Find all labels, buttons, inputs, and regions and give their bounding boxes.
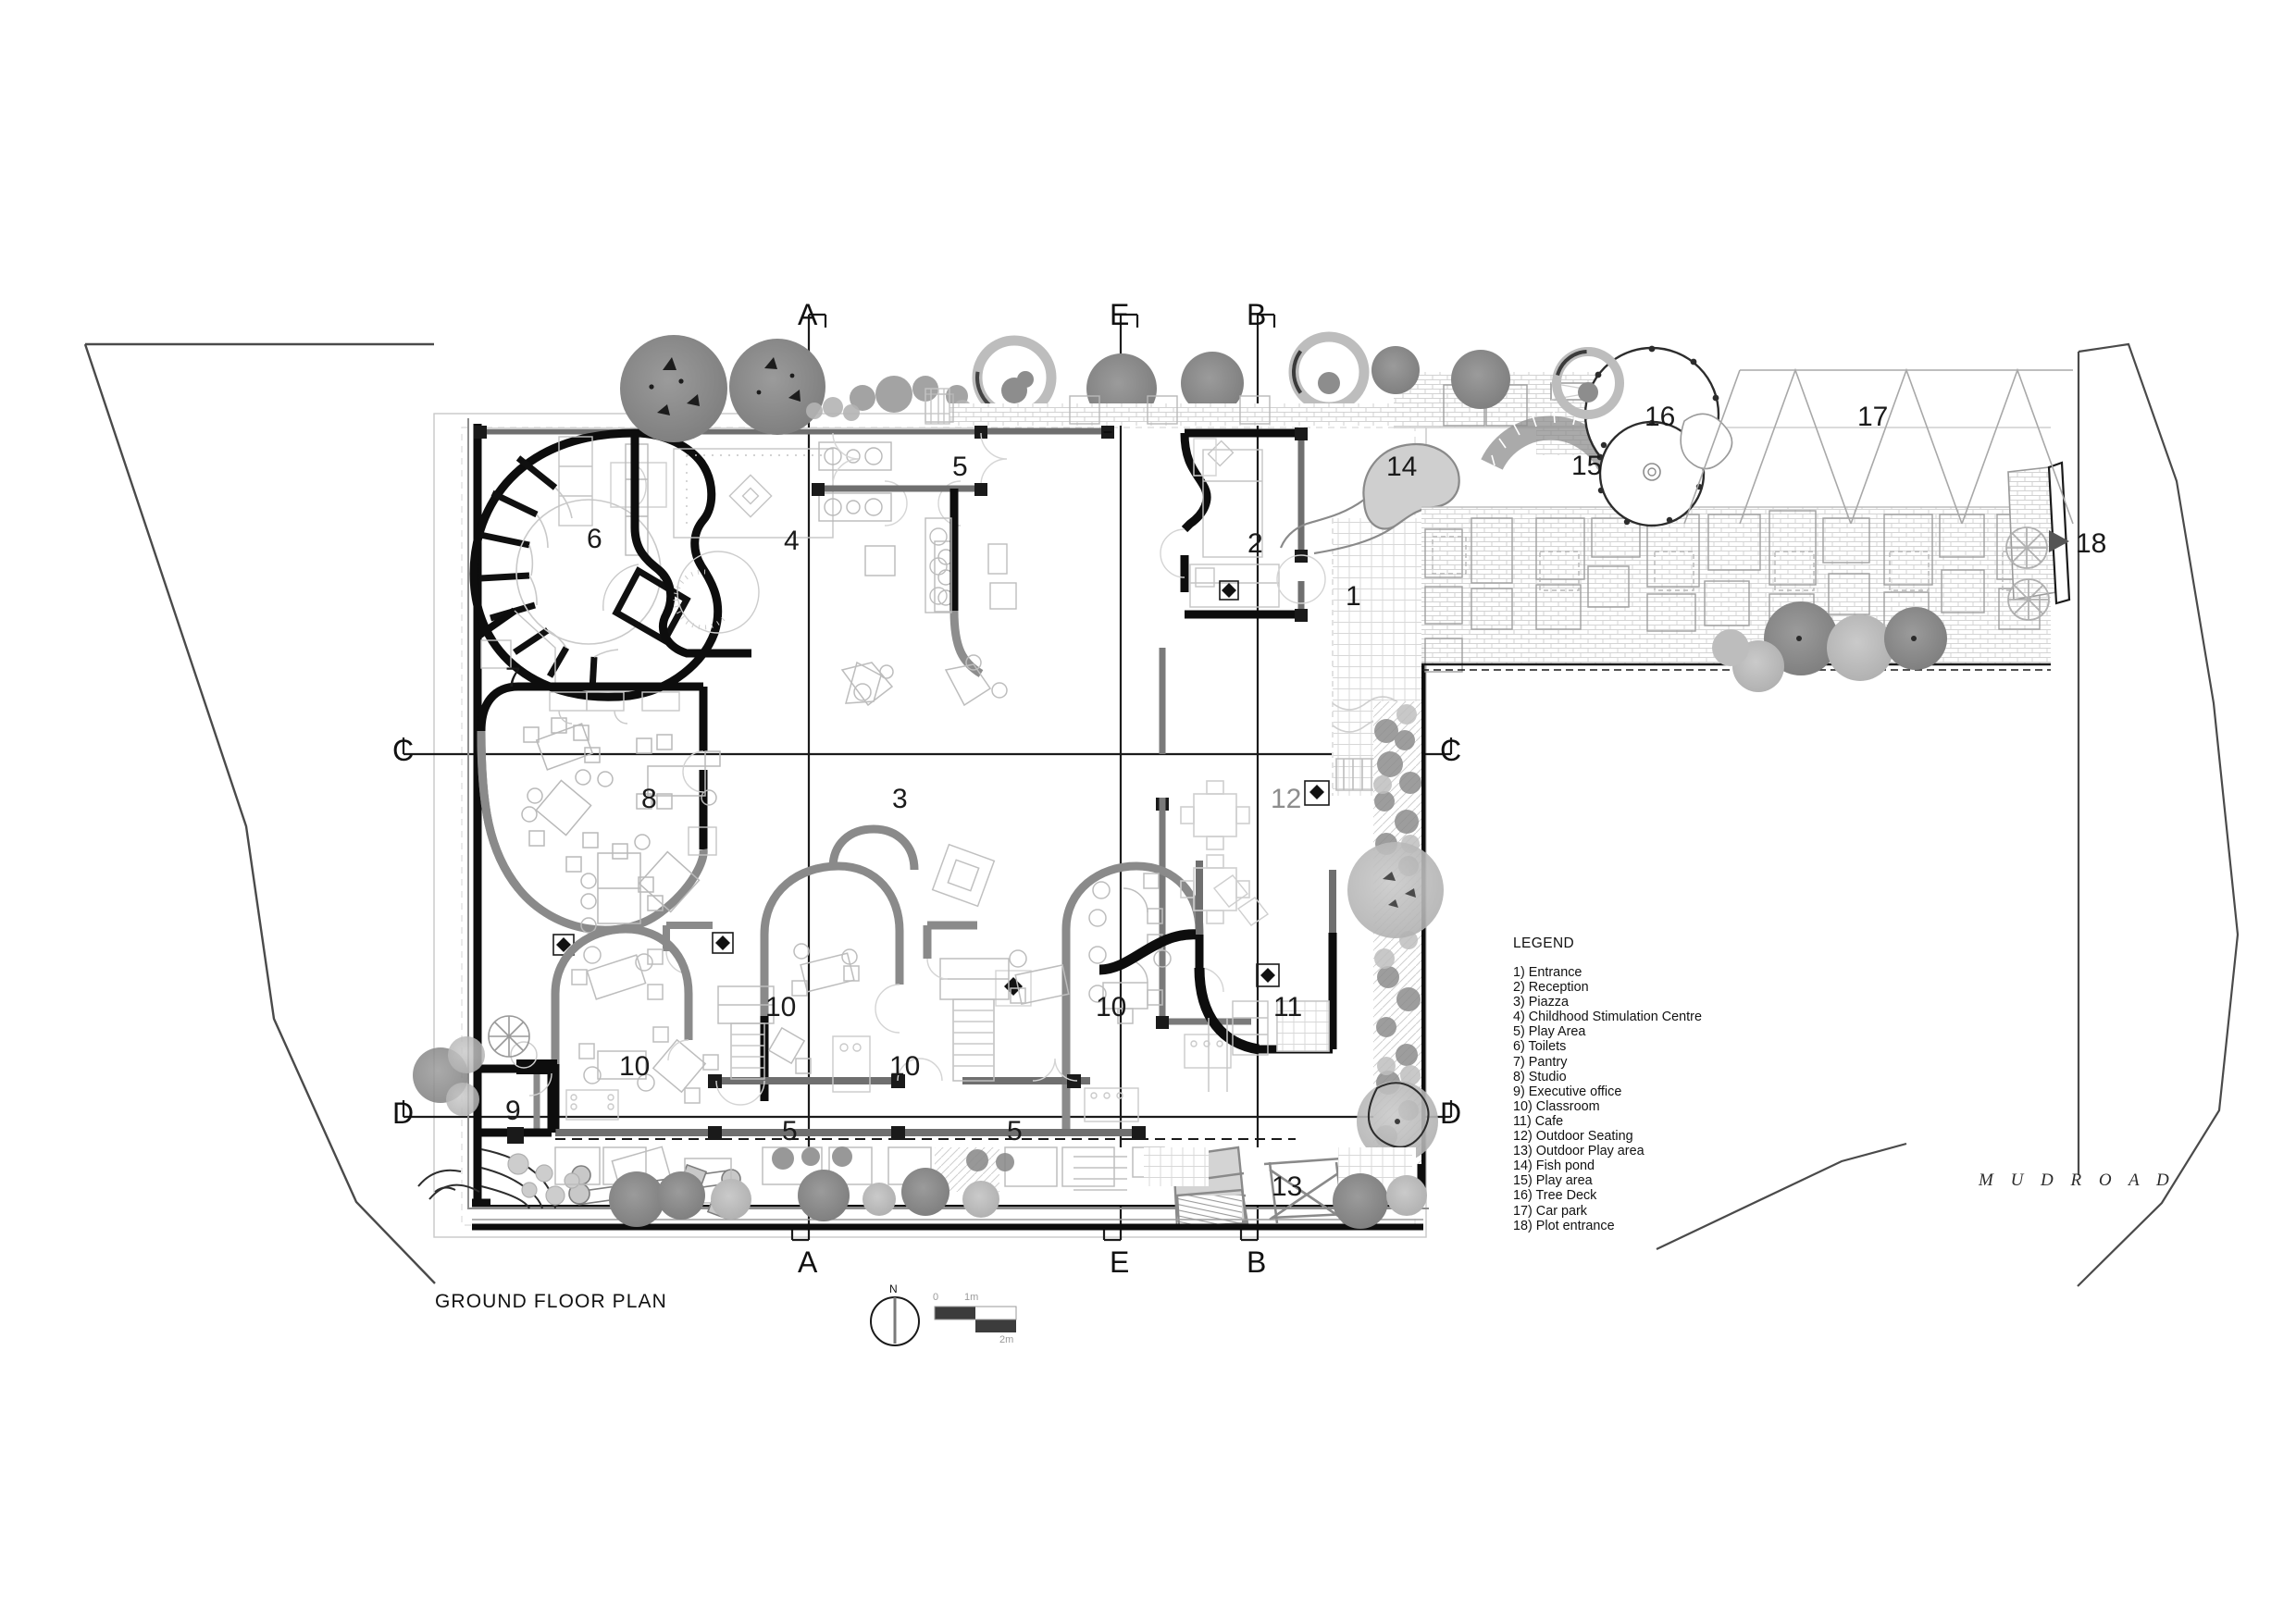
room-number-17-9: 17 [1857,402,1889,432]
room-number-12-13: 12 [1271,784,1302,814]
legend-item-16: 16) Tree Deck [1513,1188,1597,1204]
west-planting [413,1036,485,1116]
legend-item-5: 5) Play Area [1513,1024,1586,1040]
section-marker-right-d: D [1440,1096,1462,1130]
north-letter: N [889,1282,898,1295]
scale-two-metre: 2m [999,1334,1014,1345]
scale-zero: 0 [933,1292,939,1303]
room-number-10-14: 10 [765,992,797,1022]
room-number-18-10: 18 [2076,528,2107,559]
room-number-11-18: 11 [1273,992,1303,1022]
room-number-14-6: 14 [1386,452,1418,482]
legend-item-4: 4) Childhood Stimulation Centre [1513,1010,1702,1025]
section-marker-right-c: C [1440,734,1462,767]
north-tree-row [620,331,1624,442]
section-lines [402,313,1453,1242]
room-number-16-7: 16 [1644,402,1676,432]
room-number-5-20: 5 [782,1116,798,1146]
room-number-15-8: 15 [1571,451,1603,481]
site-boundary-left [83,342,436,1284]
legend-heading: LEGEND [1513,935,1575,951]
room-number-1-5: 1 [1346,581,1361,612]
tree-deck-16 [1582,345,1733,527]
mud-road-label: M U D R O A D [1979,1171,2176,1190]
legend-item-13: 13) Outdoor Play area [1513,1144,1644,1159]
legend-item-3: 3) Piazza [1513,995,1569,1010]
legend-item-18: 18) Plot entrance [1513,1218,1615,1233]
section-marker-top-e: E [1110,298,1130,331]
legend-item-10: 10) Classroom [1513,1098,1600,1114]
fish-pond-14 [1279,443,1460,555]
room-number-6-0: 6 [587,524,602,554]
room-number-7-1: 7 [505,663,521,693]
section-marker-left-c: C [392,734,415,767]
legend-item-6: 6) Toilets [1513,1039,1567,1055]
room-number-9-19: 9 [505,1096,521,1126]
classroom-cluster [551,824,1296,1140]
section-marker-top-b: B [1247,298,1267,331]
room-cafe-11 [1098,861,1337,1092]
legend-item-2: 2) Reception [1513,980,1589,996]
legend-item-1: 1) Entrance [1513,965,1582,980]
section-marker-top-a: A [798,298,818,331]
scale-one-metre: 1m [964,1292,979,1303]
room-executive-office-9 [478,1041,557,1144]
se-tree-cluster [1712,527,2050,692]
room-number-8-11: 8 [641,784,657,814]
spiral-stair-left [488,1015,530,1058]
legend-item-12: 12) Outdoor Seating [1513,1129,1633,1145]
room-number-4-2: 4 [784,526,800,556]
room-number-13-22: 13 [1272,1171,1303,1202]
legend-item-15: 15) Play area [1513,1173,1593,1189]
room-number-3-12: 3 [892,784,908,814]
legend-item-14: 14) Fish pond [1513,1158,1595,1174]
section-marker-bottom-b: B [1247,1245,1267,1279]
section-marker-bottom-a: A [798,1245,818,1279]
room-number-10-16: 10 [619,1051,651,1082]
east-planting-strip [1347,701,1444,1164]
page-title: GROUND FLOOR PLAN [435,1291,667,1312]
section-marker-left-d: D [392,1096,415,1130]
room-number-2-4: 2 [1247,528,1263,559]
room-number-5-21: 5 [1007,1116,1023,1146]
car-park-17 [1683,367,2074,525]
room-number-10-17: 10 [889,1051,921,1082]
site-boundary-right [1656,342,2240,1287]
legend-item-17: 17) Car park [1513,1203,1587,1219]
room-number-5-3: 5 [952,452,968,482]
legend-item-8: 8) Studio [1513,1069,1567,1084]
play-area-5-north [812,483,1017,677]
room-reception-2 [1160,427,1326,622]
north-windows [558,388,950,527]
room-number-10-15: 10 [1096,992,1127,1022]
north-facade [474,426,1114,439]
south-tree-row [609,1146,1427,1229]
section-marker-bottom-e: E [1110,1245,1130,1279]
legend-item-11: 11) Cafe [1513,1113,1564,1129]
legend-item-7: 7) Pantry [1513,1054,1568,1070]
legend-item-9: 9) Executive office [1513,1084,1622,1099]
